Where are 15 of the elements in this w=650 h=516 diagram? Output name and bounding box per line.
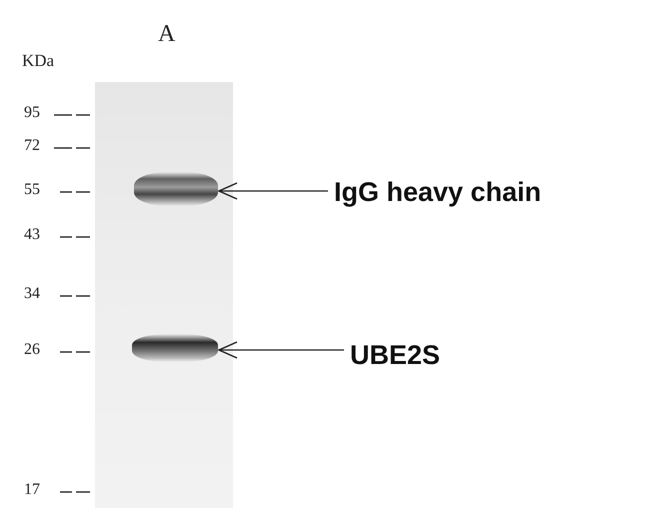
arrow — [218, 182, 328, 200]
marker-label: 26 — [24, 342, 40, 358]
marker-label: 43 — [24, 227, 40, 243]
marker-label: 17 — [24, 482, 40, 498]
band-label: UBE2S — [350, 337, 490, 373]
marker-label: 72 — [24, 138, 40, 154]
protein-band — [134, 172, 218, 206]
marker-label: 95 — [24, 105, 40, 121]
lane-label: A — [158, 22, 176, 46]
marker-label: 55 — [24, 182, 40, 198]
band-label: IgG heavy chain — [334, 174, 614, 210]
marker-label: 34 — [24, 286, 40, 302]
arrow — [218, 341, 344, 359]
unit-label: KDa — [22, 52, 54, 69]
protein-band — [132, 334, 218, 362]
